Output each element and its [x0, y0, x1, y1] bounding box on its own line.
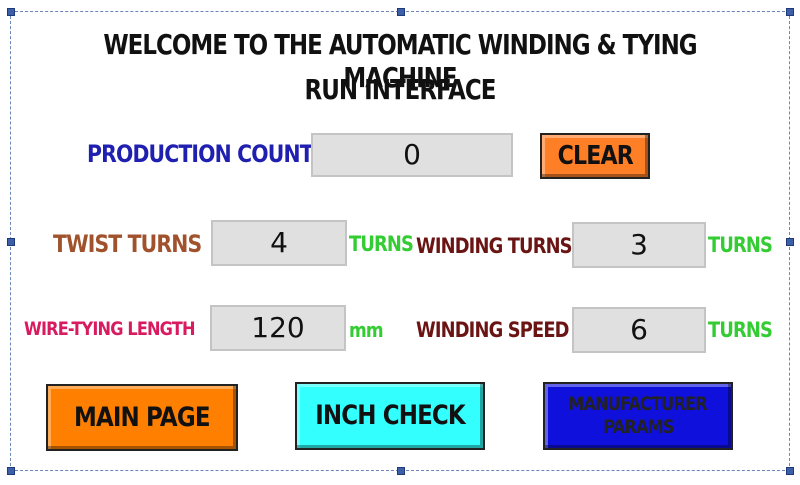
inch-check-button[interactable]: INCH CHECK — [295, 382, 485, 450]
twist-turns-unit: TURNS — [349, 232, 414, 256]
main-page-button-label: MAIN PAGE — [74, 402, 211, 433]
resize-handle-bottom-right[interactable] — [786, 467, 794, 475]
winding-turns-unit: TURNS — [708, 233, 773, 257]
resize-handle-bottom-center[interactable] — [397, 467, 405, 475]
manufacturer-params-button-label-line1: MANUFACTURER — [568, 393, 708, 415]
page-title: WELCOME TO THE AUTOMATIC WINDING & TYING… — [103, 28, 697, 94]
twist-turns-label: TWIST TURNS — [53, 230, 202, 258]
resize-handle-middle-left[interactable] — [7, 238, 15, 246]
resize-handle-top-center[interactable] — [397, 8, 405, 16]
wire-tying-length-value[interactable]: 120 — [210, 305, 346, 351]
resize-handle-top-right[interactable] — [786, 8, 794, 16]
manufacturer-params-button-label-line2: PARAMS — [602, 416, 674, 438]
production-count-value: 0 — [311, 133, 513, 177]
production-count-label: PRODUCTION COUNT — [87, 140, 314, 168]
clear-button[interactable]: CLEAR — [540, 133, 650, 179]
resize-handle-top-left[interactable] — [7, 8, 15, 16]
winding-speed-label: WINDING SPEED — [416, 318, 569, 342]
winding-turns-value[interactable]: 3 — [572, 222, 706, 268]
wire-tying-length-label: WIRE-TYING LENGTH — [24, 318, 195, 340]
inch-check-button-label: INCH CHECK — [315, 400, 465, 431]
page-subtitle: RUN INTERFACE — [304, 73, 497, 106]
manufacturer-params-button[interactable]: MANUFACTURER PARAMS — [543, 382, 733, 450]
resize-handle-bottom-left[interactable] — [7, 467, 15, 475]
clear-button-label: CLEAR — [557, 141, 633, 171]
winding-speed-value[interactable]: 6 — [572, 307, 706, 353]
wire-tying-length-unit: mm — [349, 318, 384, 342]
winding-turns-label: WINDING TURNS — [416, 234, 573, 258]
main-page-button[interactable]: MAIN PAGE — [46, 384, 238, 451]
winding-speed-unit: TURNS — [708, 318, 773, 342]
resize-handle-middle-right[interactable] — [786, 238, 794, 246]
twist-turns-value[interactable]: 4 — [211, 220, 347, 266]
